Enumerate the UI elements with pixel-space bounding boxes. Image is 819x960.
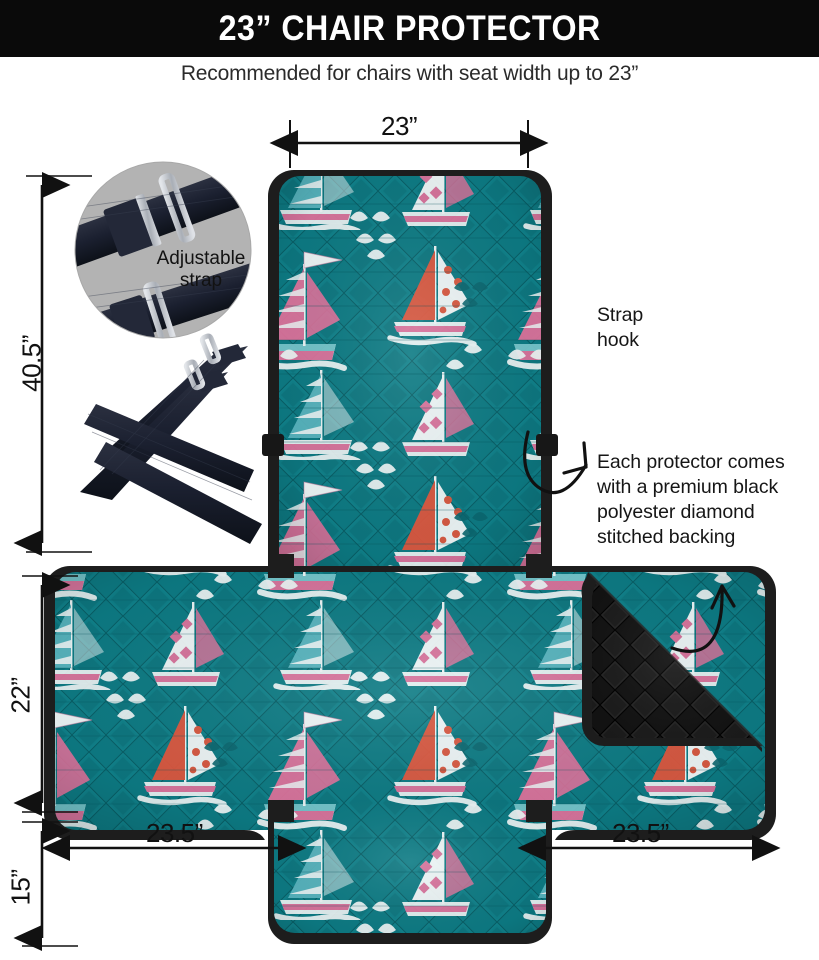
backing-note-arrow bbox=[670, 584, 736, 653]
backing-note-line1: Each protector comes bbox=[597, 451, 785, 473]
adjustable-strap-label-line2: strap bbox=[179, 270, 223, 291]
dim-label-top-width: 23” bbox=[381, 111, 418, 141]
header-bar: 23” CHAIR PROTECTOR bbox=[0, 0, 819, 57]
page-subtitle: Recommended for chairs with seat width u… bbox=[180, 62, 639, 85]
strap-hook-note-line2: hook bbox=[597, 329, 639, 351]
dim-height-22 bbox=[13, 572, 78, 816]
backing-note-line3: polyester diamond bbox=[597, 501, 755, 523]
backing-note: Each protector comes with a premium blac… bbox=[597, 450, 785, 550]
strap-hook-note-line1: Strap bbox=[597, 304, 644, 326]
page-title: 23” CHAIR PROTECTOR bbox=[218, 8, 601, 48]
loose-straps bbox=[80, 333, 262, 544]
dim-top-width bbox=[269, 120, 549, 168]
adjustable-strap-inset bbox=[74, 161, 252, 339]
adjustable-strap-label-line1: Adjustable bbox=[156, 248, 246, 269]
backing-note-line2: with a premium black bbox=[597, 476, 779, 498]
dim-label-bottom-left: 23.5” bbox=[146, 818, 203, 848]
strap-hook-arrow bbox=[523, 430, 588, 495]
adjustable-strap-label: Adjustable strap bbox=[146, 248, 256, 292]
strap-hook-note: Strap hook bbox=[597, 303, 643, 353]
backing-note-line4: stitched backing bbox=[597, 526, 736, 548]
dim-label-bottom-right: 23.5” bbox=[612, 818, 669, 848]
dim-height-405 bbox=[13, 172, 92, 556]
